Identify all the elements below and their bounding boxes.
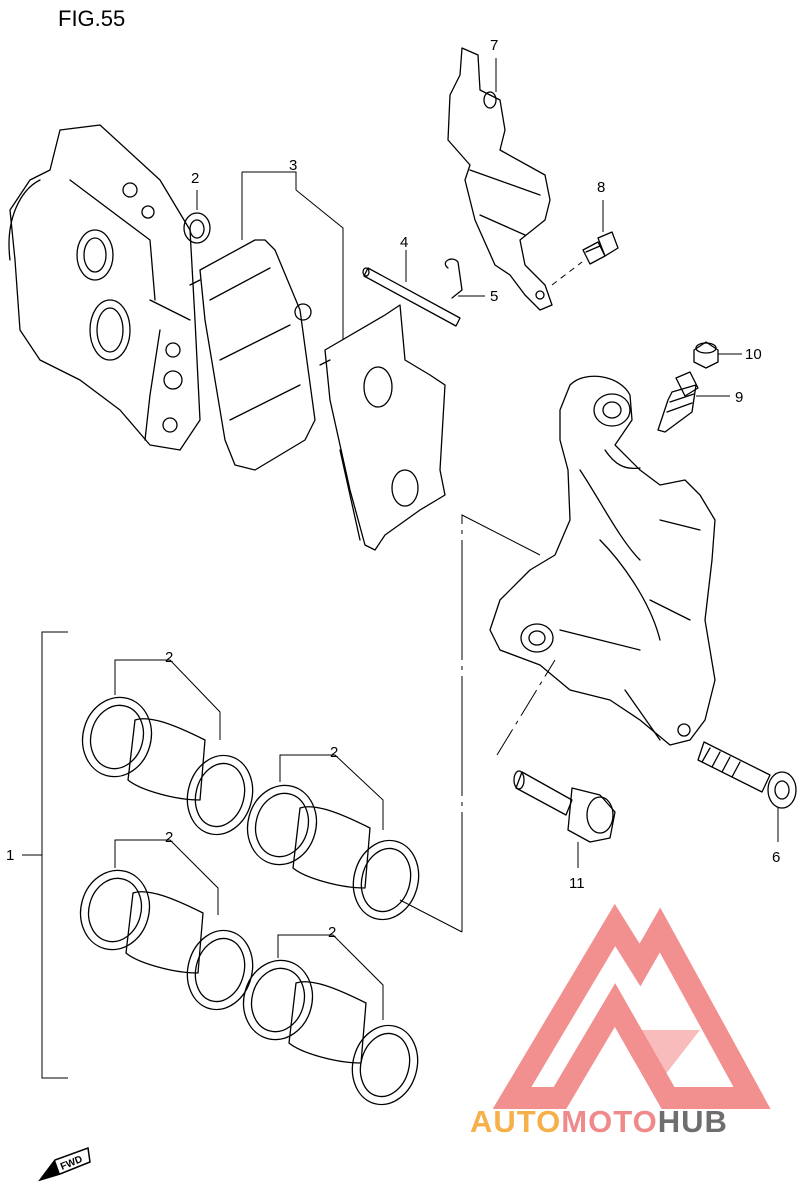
callout-3: 3	[289, 157, 297, 174]
leader-3a	[242, 171, 297, 190]
seal-small	[183, 212, 211, 244]
leader-2b	[114, 659, 221, 740]
callout-4: 4	[400, 234, 408, 251]
callout-7: 7	[490, 37, 498, 54]
pad-spring-plate	[447, 47, 553, 311]
leader-center-a	[461, 514, 541, 932]
caliper-bracket	[489, 375, 716, 746]
pad-pin	[362, 267, 461, 327]
callout-2c: 2	[330, 744, 338, 761]
callout-1: 1	[6, 847, 14, 864]
piston-set-a	[81, 696, 254, 836]
watermark-text: AUTOMOTOHUB	[470, 1104, 728, 1139]
leader-2e	[277, 934, 384, 1020]
piston-set-d	[242, 959, 419, 1106]
group-bracket-1	[41, 631, 68, 1079]
brake-pad-rear	[319, 304, 446, 551]
callout-2e: 2	[328, 924, 336, 941]
leader-3c	[295, 189, 344, 340]
brake-pad-front	[189, 239, 316, 471]
figure-title: FIG.55	[58, 6, 126, 31]
callout-6: 6	[772, 849, 780, 866]
callout-2d: 2	[165, 829, 173, 846]
callout-8: 8	[597, 179, 605, 196]
caliper-body	[8, 124, 201, 451]
bleeder-cap	[693, 341, 719, 369]
bolt-8	[582, 231, 619, 265]
callout-10: 10	[745, 346, 762, 363]
piston-set-c	[79, 869, 254, 1011]
fwd-arrow-icon: FWD	[38, 1146, 91, 1182]
leader-7b	[551, 261, 583, 286]
watermark-logo	[492, 903, 771, 1109]
piston-set-b	[246, 784, 420, 921]
leader-center-c	[399, 899, 463, 933]
callout-2b: 2	[165, 649, 173, 666]
callout-5: 5	[490, 288, 498, 305]
callout-9: 9	[735, 389, 743, 406]
leader-2c	[279, 754, 384, 830]
leader-2d	[114, 839, 219, 915]
pin-clip	[444, 258, 463, 299]
callout-2a: 2	[191, 170, 199, 187]
leader-center-b	[496, 659, 556, 756]
bolt-6	[697, 741, 797, 809]
bleeder-valve	[657, 371, 699, 433]
callout-11: 11	[569, 875, 585, 892]
bolt-11	[513, 770, 616, 843]
